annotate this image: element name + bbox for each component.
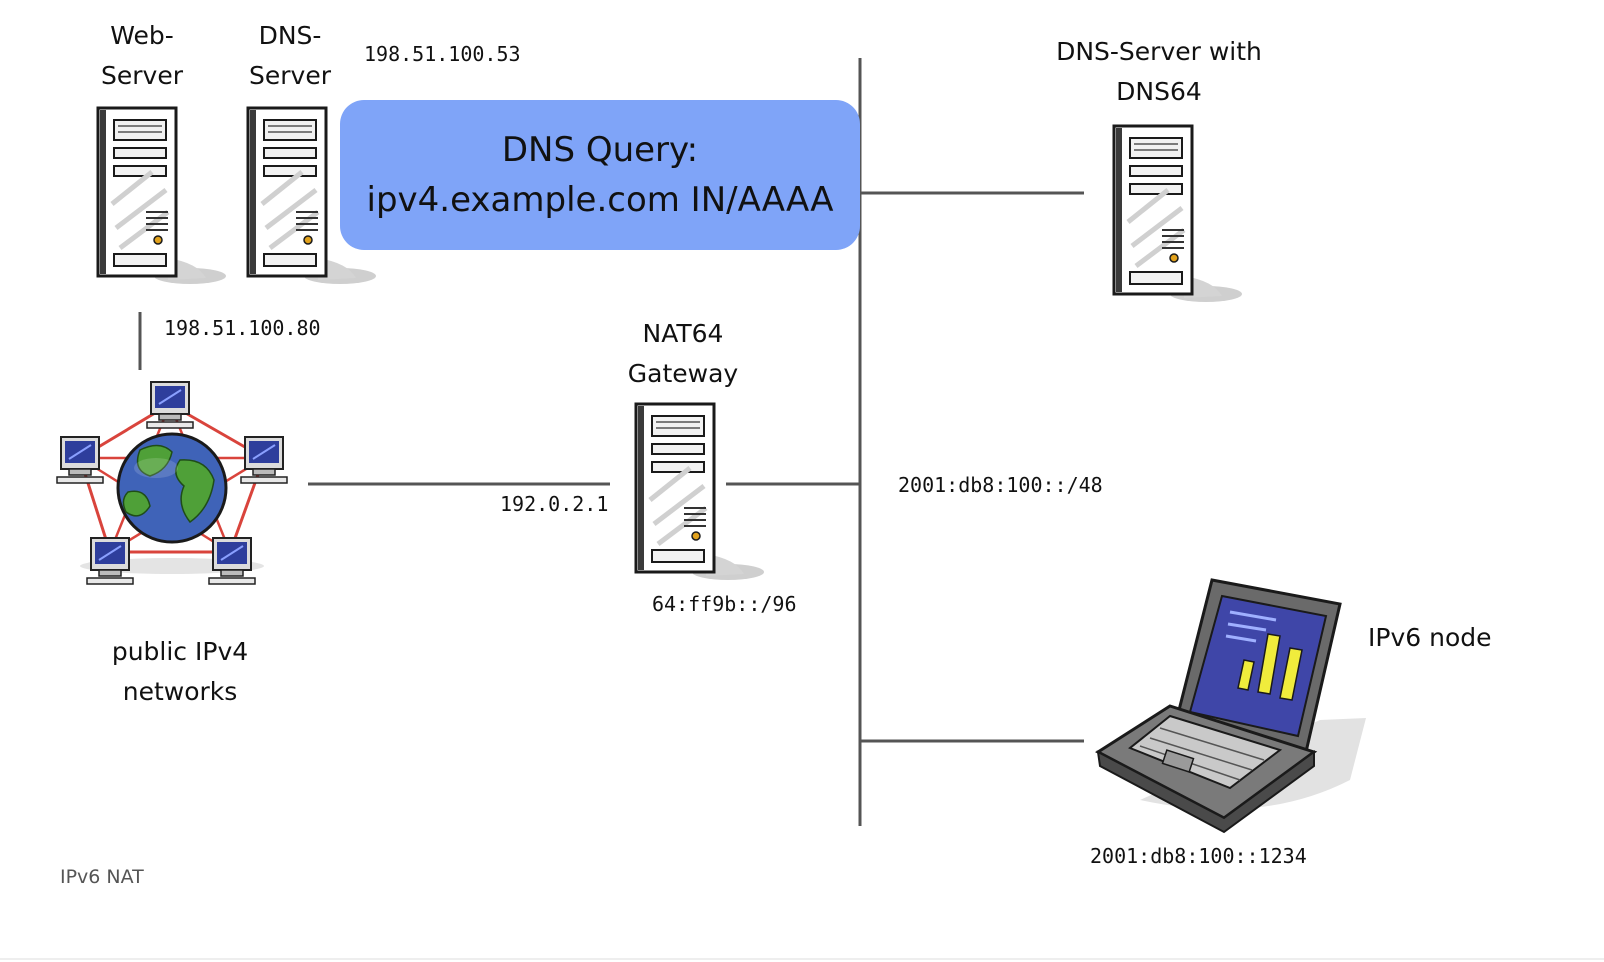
- laptop-chart-bar: [1279, 647, 1303, 701]
- web-server-label: Web- Server: [101, 21, 183, 90]
- dns64-server-icon: [1114, 126, 1242, 302]
- ipv4-networks-label: public IPv4 networks: [111, 637, 249, 706]
- network-computer-icon: [56, 436, 104, 484]
- network-computer-icon: [208, 537, 256, 585]
- dns-server-ip: 198.51.100.53: [364, 42, 521, 66]
- web-server-icon: [98, 108, 226, 284]
- laptop-keyboard: [1128, 714, 1283, 790]
- ipv6-node-label: IPv6 node: [1368, 623, 1492, 652]
- laptop-screen: [1188, 594, 1328, 738]
- figure-caption: IPv6 NAT: [60, 866, 144, 888]
- network-links: [138, 58, 1084, 826]
- laptop-chart-bar: [1237, 659, 1255, 691]
- network-computer-icon: [240, 436, 288, 484]
- dns-query-text: ipv4.example.com IN/AAAA: [366, 180, 834, 220]
- network-globe-icon: [56, 381, 288, 585]
- laptop-chart-bar: [1257, 633, 1281, 695]
- ipv6-node-ip: 2001:db8:100::1234: [1090, 844, 1307, 868]
- ipv6-network-prefix: 2001:db8:100::/48: [898, 473, 1103, 497]
- dns64-server-label: DNS-Server with DNS64: [1056, 37, 1262, 106]
- dns-query-bubble: DNS Query: ipv4.example.com IN/AAAA: [340, 100, 860, 250]
- nat64-gateway-server-icon: [636, 404, 764, 580]
- network-computer-icon: [86, 537, 134, 585]
- footer-divider: [0, 958, 1604, 960]
- dns-query-title: DNS Query:: [501, 130, 699, 170]
- nat64-gateway-label: NAT64 Gateway: [627, 319, 739, 388]
- network-computer-icon: [146, 381, 194, 429]
- laptop-icon: [1095, 578, 1366, 834]
- web-server-ip: 198.51.100.80: [164, 316, 321, 340]
- dns-server-label: DNS- Server: [249, 21, 331, 90]
- nat64-prefix: 64:ff9b::/96: [652, 592, 797, 616]
- gateway-ipv4-address: 192.0.2.1: [500, 492, 609, 516]
